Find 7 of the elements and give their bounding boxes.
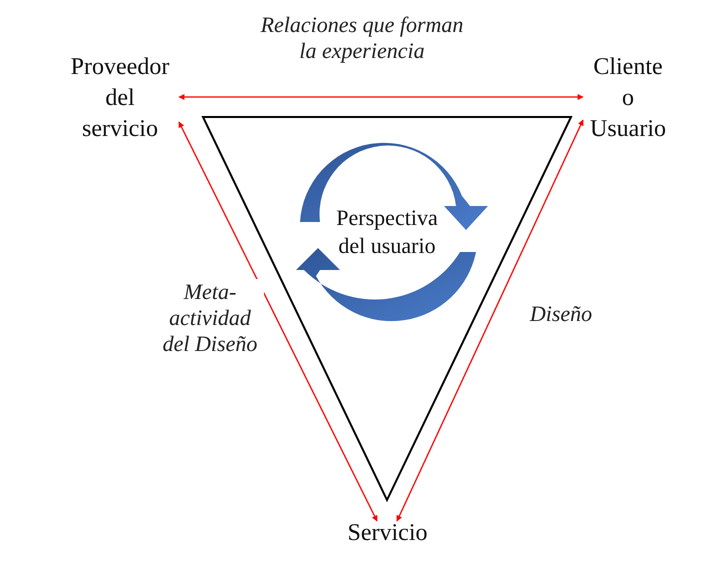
role-label: Proveedor del servicio <box>70 53 170 144</box>
double-arrow <box>178 94 584 100</box>
double-arrow <box>178 121 378 522</box>
center-label: Perspectiva del usuario <box>335 204 439 260</box>
double-arrow <box>396 119 584 522</box>
role-label: Servicio <box>346 519 428 548</box>
role-label: Cliente o Usuario <box>589 53 667 144</box>
